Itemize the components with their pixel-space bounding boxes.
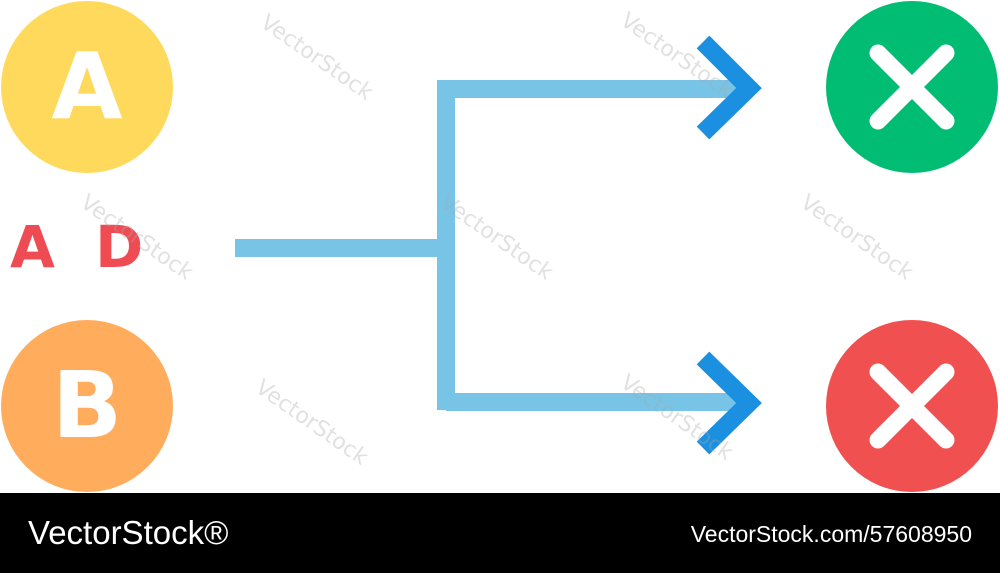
footer-bar: VectorStock® VectorStock.com/57608950	[0, 493, 1000, 573]
node-b-circle: B	[1, 320, 173, 492]
arrowhead-bottom	[696, 351, 762, 455]
connector-lines	[235, 35, 762, 455]
node-b-letter: B	[51, 352, 123, 459]
decision-diagram: A A D B VectorStock VectorStock VectorSt…	[0, 0, 1000, 493]
footer-brand: VectorStock®	[28, 514, 229, 551]
result-top-circle	[826, 1, 998, 173]
node-a-circle: A	[1, 1, 173, 173]
arrowhead-top	[696, 35, 762, 140]
node-a-letter: A	[51, 33, 123, 140]
footer-url: VectorStock.com/57608950	[690, 521, 972, 547]
ad-label: A D	[10, 213, 154, 281]
close-icon	[869, 44, 955, 130]
result-bottom-circle	[826, 320, 998, 492]
close-icon	[869, 363, 955, 449]
